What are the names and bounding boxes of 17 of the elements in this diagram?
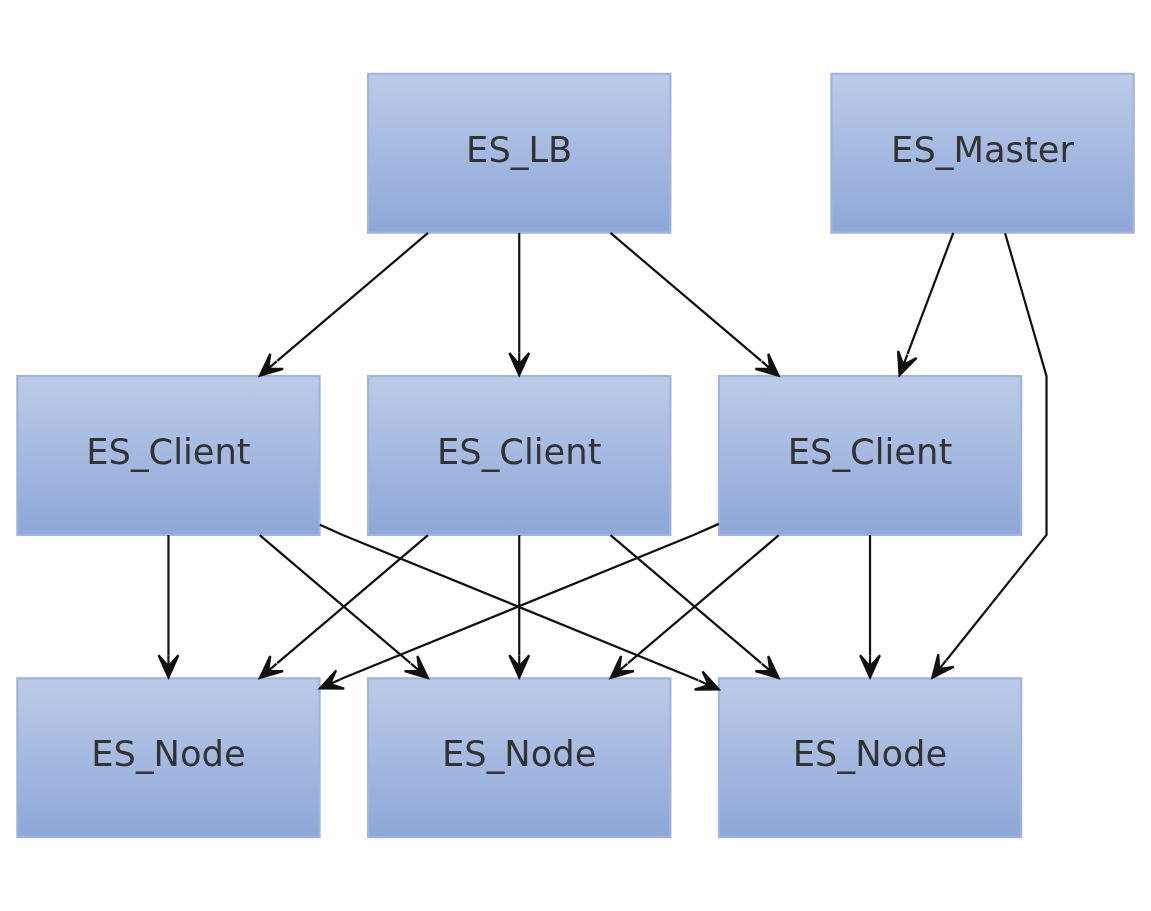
node-box: ES_Node (717, 677, 1023, 839)
node-box: ES_Client (367, 374, 672, 537)
arrow (859, 535, 882, 679)
node-box: ES_Client (16, 374, 321, 537)
node-box: ES_Client (717, 374, 1023, 537)
node-box: ES_Node (16, 677, 321, 839)
node-box: ES_LB (367, 72, 672, 234)
arrow (258, 232, 429, 377)
arrow (157, 535, 180, 679)
node-box: ES_Master (830, 72, 1135, 234)
node-box: ES_Node (367, 677, 672, 839)
arrow (508, 232, 531, 377)
arrow (931, 232, 1048, 679)
arrow (896, 232, 955, 377)
arrow (609, 232, 780, 377)
arrow (508, 535, 531, 679)
arrow (609, 534, 780, 680)
